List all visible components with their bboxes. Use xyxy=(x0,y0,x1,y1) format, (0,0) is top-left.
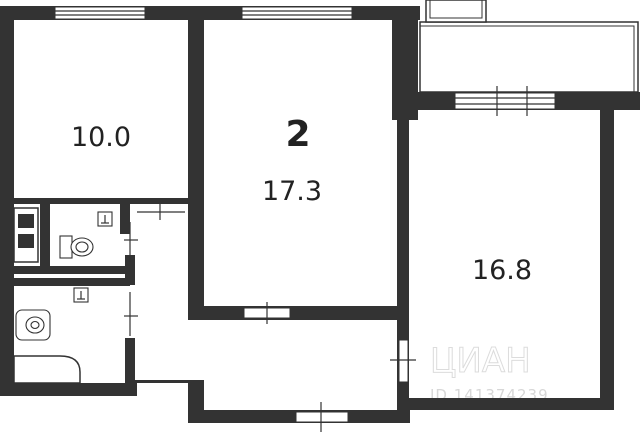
door-right-room xyxy=(390,339,416,383)
wall-right-bottom xyxy=(404,398,614,410)
bathtub-icon xyxy=(13,355,81,384)
wall-wc-bottom xyxy=(14,266,130,274)
room-left-area: 10.0 xyxy=(71,122,131,153)
wc-tap-icon xyxy=(97,211,113,227)
wall-left xyxy=(0,6,14,396)
watermark-brand: ЦИАН xyxy=(430,341,531,381)
toilet-icon xyxy=(59,235,94,259)
door-entrance xyxy=(295,402,349,432)
room-right-area: 16.8 xyxy=(472,255,532,286)
wall-partition-1b xyxy=(188,216,204,314)
room-number: 2 xyxy=(285,114,310,155)
wall-left-room-bottom xyxy=(14,198,190,204)
bath-tap-icon xyxy=(73,287,89,303)
wall-partition-1 xyxy=(188,20,204,216)
wall-wc-left xyxy=(40,204,50,266)
wall-bath-top xyxy=(14,278,130,286)
door-bath xyxy=(124,292,138,336)
walls xyxy=(0,6,640,423)
labels: 10.0 2 17.3 16.8 xyxy=(71,114,532,286)
door-left-room xyxy=(137,204,185,220)
wall-wc-right xyxy=(120,204,130,234)
room-middle-area: 17.3 xyxy=(262,176,322,207)
balcony xyxy=(419,0,639,93)
fixtures xyxy=(13,207,113,384)
wall-right xyxy=(600,110,614,410)
wall-middle-bottom xyxy=(188,306,406,320)
door-middle-room xyxy=(243,302,291,324)
window-left-room xyxy=(54,6,146,20)
window-middle-room xyxy=(241,6,353,20)
wall-step-c xyxy=(135,380,204,383)
wall-step-b xyxy=(188,380,204,423)
windows xyxy=(54,6,556,116)
door-wc xyxy=(124,222,138,262)
vent-shaft xyxy=(13,207,39,263)
watermark: ЦИАН ID 141374239 xyxy=(430,341,548,405)
wall-bath-right-b xyxy=(125,338,135,393)
wall-bottom-left xyxy=(0,383,135,396)
window-right-room xyxy=(454,86,556,116)
sink-icon xyxy=(15,309,51,341)
doors xyxy=(124,204,416,432)
wall-bath-right-a xyxy=(125,255,135,285)
